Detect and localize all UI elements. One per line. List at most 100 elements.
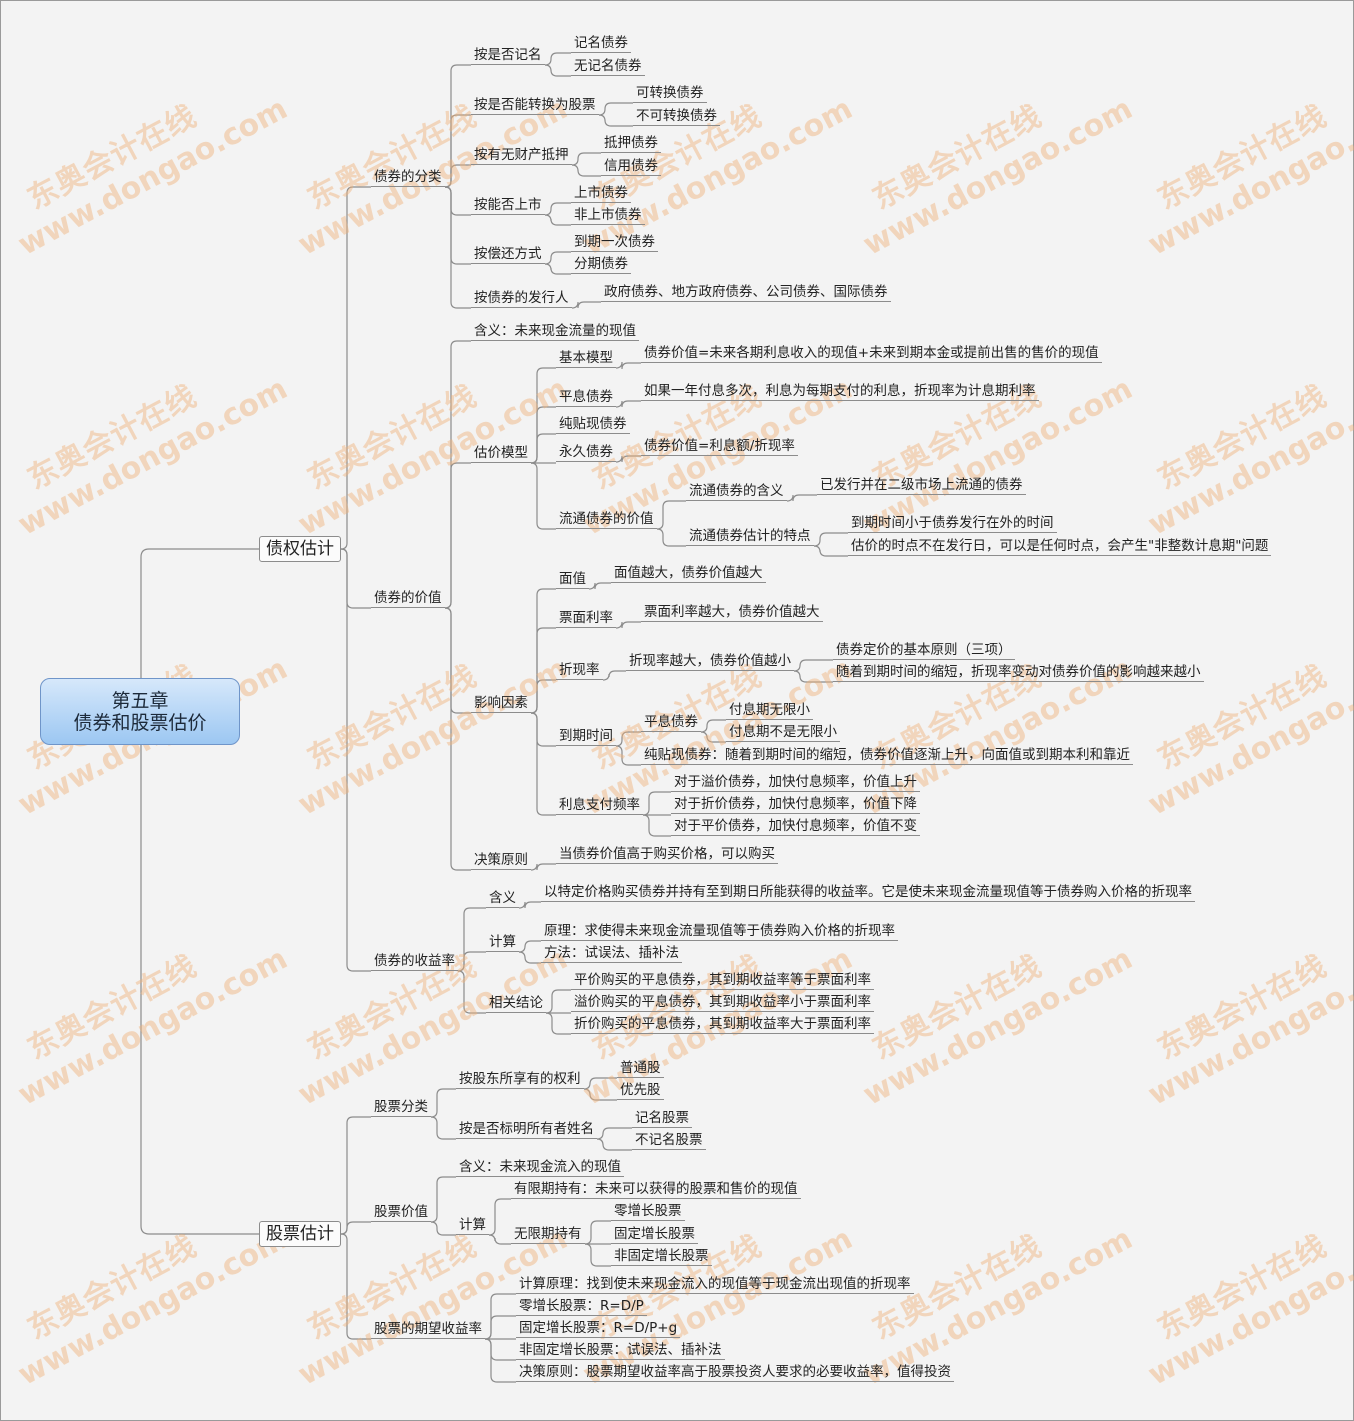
leaf-topic[interactable]: 抵押债券 [601, 135, 661, 153]
topic-node[interactable]: 债券的收益率 [371, 953, 458, 971]
leaf-topic[interactable]: 付息期无限小 [726, 702, 813, 720]
topic-node[interactable]: 基本模型 [556, 350, 616, 368]
topic-node[interactable]: 债券的分类 [371, 169, 445, 187]
main-branch-topic[interactable]: 股票估计 [259, 1221, 341, 1247]
leaf-topic[interactable]: 平价购买的平息债券，其到期收益率等于票面利率 [571, 972, 874, 990]
topic-node[interactable]: 按是否标明所有者姓名 [456, 1121, 597, 1139]
leaf-topic[interactable]: 已发行并在二级市场上流通的债券 [817, 477, 1026, 495]
leaf-topic[interactable]: 计算原理：找到使未来现金流入的现值等于现金流出现值的折现率 [516, 1276, 914, 1294]
topic-node[interactable]: 股票分类 [371, 1099, 431, 1117]
leaf-topic[interactable]: 分期债券 [571, 256, 631, 274]
leaf-topic[interactable]: 对于折价债券，加快付息频率，价值下降 [671, 796, 920, 814]
topic-node[interactable]: 相关结论 [486, 995, 546, 1013]
leaf-topic[interactable]: 债券定价的基本原则（三项） [833, 642, 1015, 660]
leaf-topic[interactable]: 原理：求使得未来现金流量现值等于债券购入价格的折现率 [541, 923, 898, 941]
topic-node[interactable]: 影响因素 [471, 695, 531, 713]
leaf-topic[interactable]: 纯贴现债券：随着到期时间的缩短，债券价值逐渐上升，向面值或到期本利和靠近 [641, 747, 1133, 765]
leaf-topic[interactable]: 对于平价债券，加快付息频率，价值不变 [671, 818, 920, 836]
leaf-topic[interactable]: 非上市债券 [571, 207, 645, 225]
leaf-topic[interactable]: 当债券价值高于购买价格，可以购买 [556, 846, 778, 864]
leaf-topic[interactable]: 无记名债券 [571, 58, 645, 76]
leaf-topic[interactable]: 溢价购买的平息债券，其到期收益率小于票面利率 [571, 994, 874, 1012]
leaf-topic[interactable]: 政府债券、地方政府债券、公司债券、国际债券 [601, 284, 891, 302]
topic-node[interactable]: 面值 [556, 571, 589, 589]
topic-node[interactable]: 计算 [486, 934, 519, 952]
leaf-topic[interactable]: 固定增长股票 [611, 1226, 698, 1244]
leaf-topic[interactable]: 非固定增长股票：试误法、插补法 [516, 1342, 725, 1360]
topic-node[interactable]: 按有无财产抵押 [471, 147, 572, 165]
leaf-topic[interactable]: 含义：未来现金流入的现值 [456, 1159, 624, 1177]
leaf-topic[interactable]: 不记名股票 [632, 1132, 706, 1150]
leaf-topic[interactable]: 如果一年付息多次，利息为每期支付的利息，折现率为计息期利率 [641, 383, 1039, 401]
topic-node[interactable]: 股票价值 [371, 1204, 431, 1222]
leaf-topic[interactable]: 非固定增长股票 [611, 1248, 712, 1266]
topic-node[interactable]: 平息债券 [641, 714, 701, 732]
topic-node[interactable]: 按偿还方式 [471, 246, 545, 264]
connector [340, 1233, 371, 1340]
leaf-topic[interactable]: 以特定价格购买债券并持有至到期日所能获得的收益率。它是使未来现金流量现值等于债券… [541, 884, 1195, 902]
topic-node[interactable]: 计算 [456, 1217, 489, 1235]
leaf-topic[interactable]: 优先股 [617, 1082, 664, 1100]
topic-node[interactable]: 流通债券的价值 [556, 511, 657, 529]
topic-node[interactable]: 流通债券的含义 [686, 483, 787, 501]
topic-node[interactable]: 折现率 [556, 662, 603, 680]
topic-node[interactable]: 决策原则 [471, 852, 531, 870]
topic-node[interactable]: 无限期持有 [511, 1226, 585, 1244]
topic-node[interactable]: 票面利率 [556, 610, 616, 628]
connector [488, 1198, 511, 1236]
leaf-topic[interactable]: 面值越大，债券价值越大 [611, 565, 766, 583]
leaf-topic[interactable]: 决策原则：股票期望收益率高于股票投资人要求的必要收益率，值得投资 [516, 1364, 954, 1382]
topic-node[interactable]: 按债券的发行人 [471, 290, 572, 308]
connector [786, 494, 817, 502]
leaf-topic[interactable]: 付息期不是无限小 [726, 724, 840, 742]
connector [457, 951, 486, 972]
root-topic[interactable]: 第五章 债券和股票估价 [40, 678, 240, 745]
topic-node[interactable]: 利息支付频率 [556, 797, 643, 815]
topic-node[interactable]: 按股东所享有的权利 [456, 1071, 584, 1089]
leaf-topic[interactable]: 固定增长股票：R=D/P+g [516, 1320, 681, 1338]
connector [544, 52, 571, 66]
topic-node[interactable]: 股票的期望收益率 [371, 1321, 485, 1339]
leaf-topic[interactable]: 可转换债券 [633, 85, 707, 103]
leaf-topic[interactable]: 估价的时点不在发行日，可以是任何时点，会产生"非整数计息期"问题 [848, 538, 1272, 556]
leaf-topic[interactable]: 方法：试误法、插补法 [541, 945, 682, 963]
leaf-topic[interactable]: 不可转换债券 [633, 108, 720, 126]
topic-node[interactable]: 永久债券 [556, 444, 616, 462]
connector [530, 367, 556, 464]
leaf-topic[interactable]: 对于溢价债券，加快付息频率，价值上升 [671, 774, 920, 792]
leaf-topic[interactable]: 债券价值=未来各期利息收入的现值+未来到期本金或提前出售的售价的现值 [641, 345, 1102, 363]
topic-node[interactable]: 流通债券估计的特点 [686, 528, 814, 546]
topic-node[interactable]: 折现率越大，债券价值越小 [626, 653, 794, 671]
leaf-topic[interactable]: 纯贴现债券 [556, 416, 630, 434]
leaf-topic[interactable]: 票面利率越大，债券价值越大 [641, 604, 823, 622]
leaf-topic[interactable]: 上市债券 [571, 185, 631, 203]
leaf-topic[interactable]: 折价购买的平息债券，其到期收益率大于票面利率 [571, 1016, 874, 1034]
leaf-topic[interactable]: 信用债券 [601, 158, 661, 176]
main-branch-topic[interactable]: 债权估计 [259, 536, 341, 562]
leaf-topic[interactable]: 随着到期时间的缩短，折现率变动对债券价值的影响越来越小 [833, 664, 1204, 682]
leaf-topic[interactable]: 含义：未来现金流量的现值 [471, 323, 639, 341]
topic-node[interactable]: 估价模型 [471, 445, 531, 463]
leaf-topic[interactable]: 到期时间小于债券发行在外的时间 [848, 515, 1057, 533]
connector [571, 164, 601, 177]
topic-node[interactable]: 按是否能转换为股票 [471, 97, 599, 115]
topic-node[interactable]: 平息债券 [556, 389, 616, 407]
leaf-topic[interactable]: 零增长股票 [611, 1203, 685, 1221]
topic-node[interactable]: 按是否记名 [471, 47, 545, 65]
topic-node[interactable]: 按能否上市 [471, 197, 545, 215]
connector [588, 582, 611, 590]
leaf-topic[interactable]: 到期一次债券 [571, 234, 658, 252]
leaf-topic[interactable]: 零增长股票：R=D/P [516, 1298, 647, 1316]
leaf-topic[interactable]: 记名股票 [632, 1110, 692, 1128]
leaf-topic[interactable]: 普通股 [617, 1060, 664, 1078]
topic-node[interactable]: 债券的价值 [371, 590, 445, 608]
connector [598, 102, 633, 116]
topic-node[interactable]: 到期时间 [556, 728, 616, 746]
connector [444, 340, 471, 609]
connector [530, 462, 556, 530]
leaf-topic[interactable]: 有限期持有：未来可以获得的股票和售价的现值 [511, 1181, 801, 1199]
connector [615, 455, 641, 463]
leaf-topic[interactable]: 债券价值=利息额/折现率 [641, 438, 798, 456]
leaf-topic[interactable]: 记名债券 [571, 35, 631, 53]
topic-node[interactable]: 含义 [486, 890, 519, 908]
